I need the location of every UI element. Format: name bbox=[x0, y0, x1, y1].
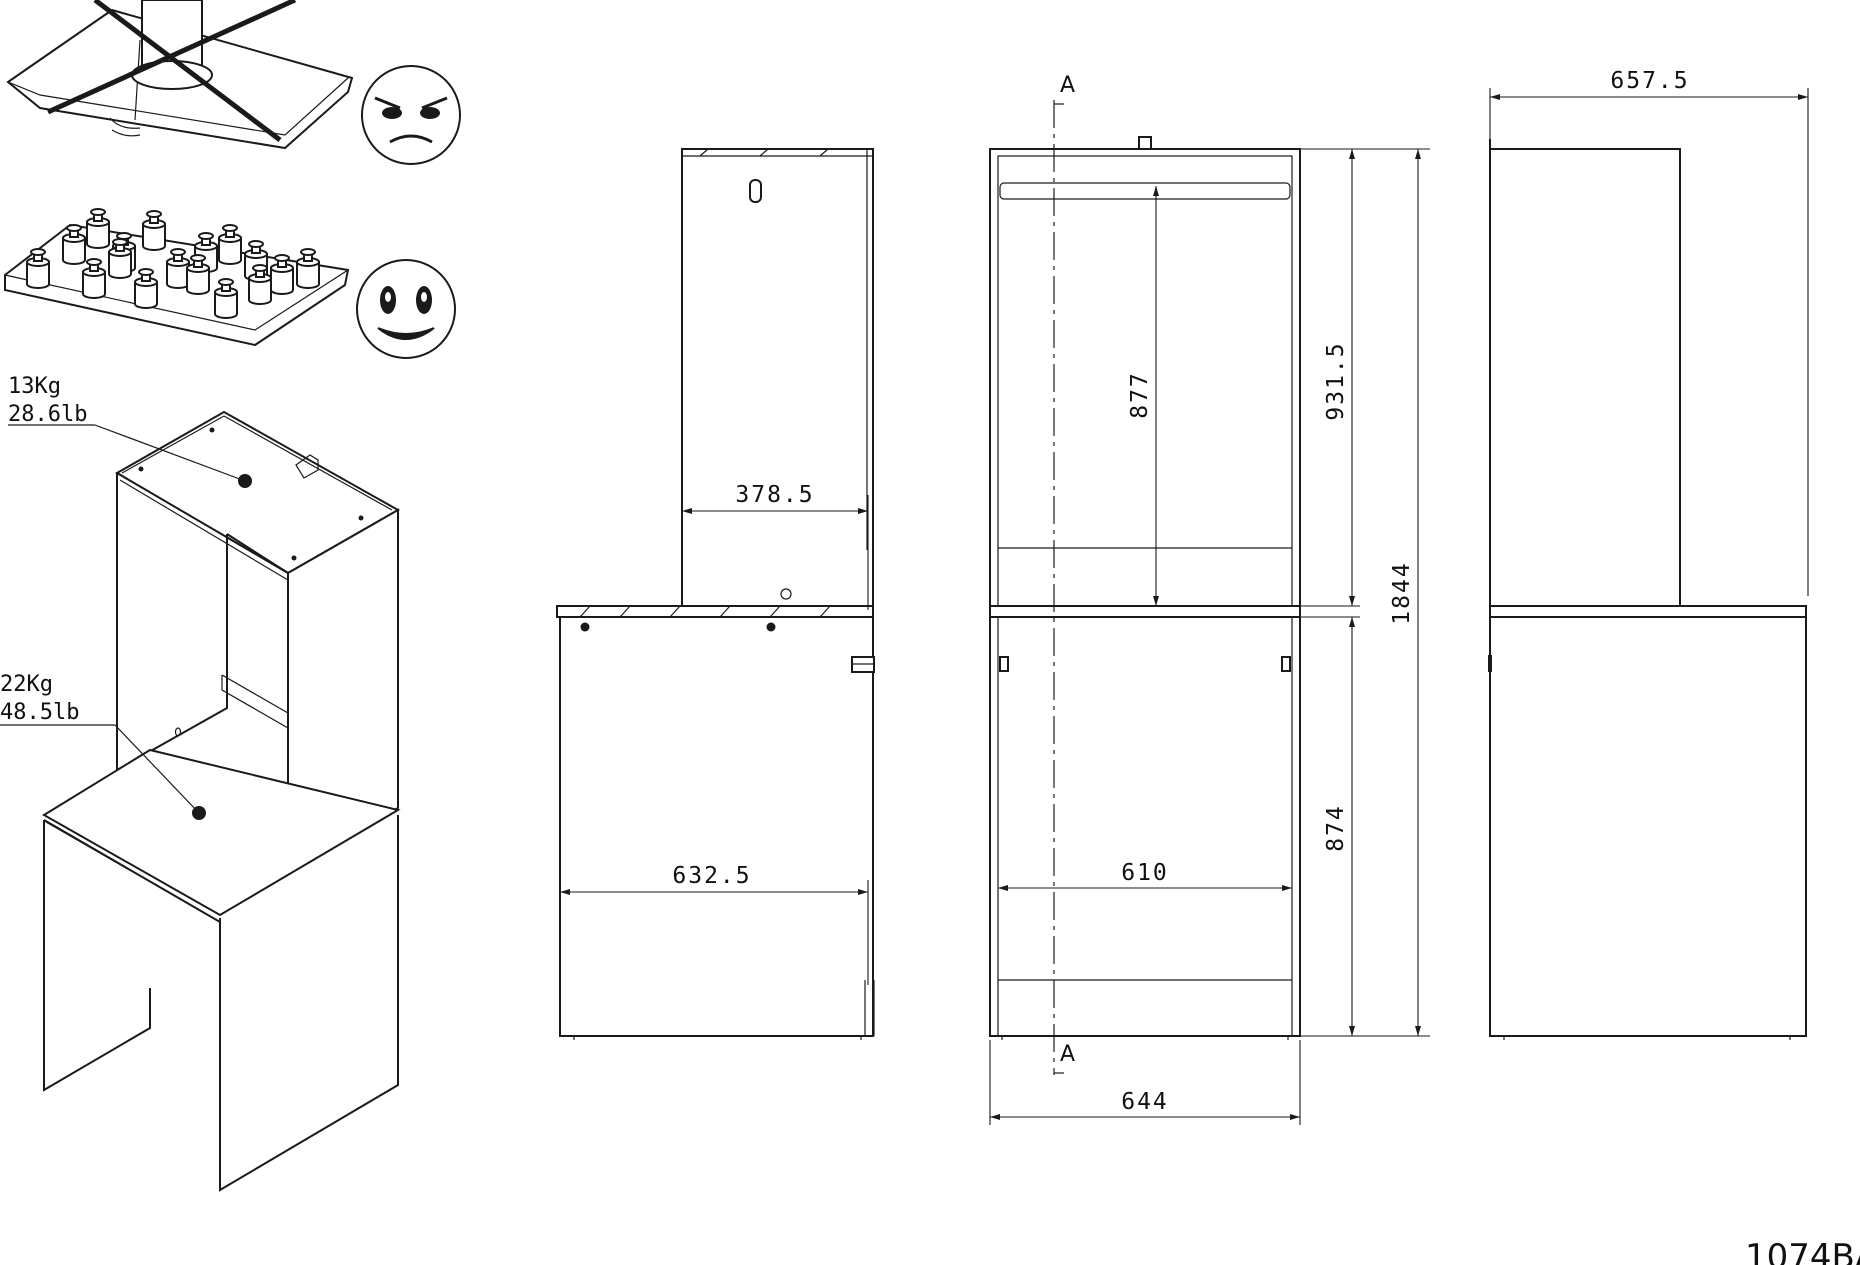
concentrated-load-illustration bbox=[6, 0, 354, 150]
dim-lower-height: 874 bbox=[1323, 804, 1349, 852]
dim-upper-height: 931.5 bbox=[1323, 341, 1349, 420]
upper-weight-lb: 28.6lb bbox=[8, 402, 87, 427]
isometric-cabinet-view bbox=[0, 410, 401, 1192]
weight-cylinder bbox=[296, 248, 320, 289]
weight-cylinder bbox=[82, 258, 106, 299]
side-view bbox=[556, 148, 875, 1040]
dim-outer-width: 644 bbox=[1121, 1089, 1169, 1115]
dim-inner-upper-height: 877 bbox=[1127, 371, 1153, 419]
weight-cylinder bbox=[218, 224, 242, 265]
weight-cylinder bbox=[214, 278, 238, 319]
section-marker-bottom: A bbox=[1060, 1042, 1075, 1067]
front-view bbox=[989, 100, 1430, 1125]
section-marker-top: A bbox=[1060, 73, 1075, 98]
weight-cylinder bbox=[248, 264, 272, 305]
upper-weight-kg: 13Kg bbox=[8, 374, 61, 399]
dim-lower-depth: 632.5 bbox=[672, 863, 751, 889]
smiling-face-icon bbox=[356, 259, 456, 359]
weight-cylinder bbox=[108, 238, 132, 279]
weight-cylinder bbox=[142, 210, 166, 251]
dim-upper-depth: 378.5 bbox=[735, 482, 814, 508]
frowning-face-icon bbox=[361, 65, 461, 165]
dim-total-height: 1844 bbox=[1389, 561, 1415, 624]
weight-cylinder bbox=[86, 208, 110, 249]
distributed-load-illustration bbox=[4, 208, 350, 347]
dim-inner-width: 610 bbox=[1121, 860, 1169, 886]
weight-cylinder bbox=[194, 232, 218, 273]
reference-code: 1074BA bbox=[1745, 1237, 1860, 1265]
weight-cylinder bbox=[270, 254, 294, 295]
weight-cylinder bbox=[134, 268, 158, 309]
rear-side-view bbox=[1488, 88, 1809, 1040]
weight-cylinder bbox=[186, 254, 210, 295]
lower-weight-lb: 48.5lb bbox=[0, 700, 79, 725]
weight-cylinder bbox=[62, 224, 86, 265]
lower-weight-kg: 22Kg bbox=[0, 672, 53, 697]
dim-top-depth: 657.5 bbox=[1610, 68, 1689, 94]
weight-cylinder bbox=[26, 248, 50, 289]
weight-cylinder bbox=[166, 248, 190, 289]
